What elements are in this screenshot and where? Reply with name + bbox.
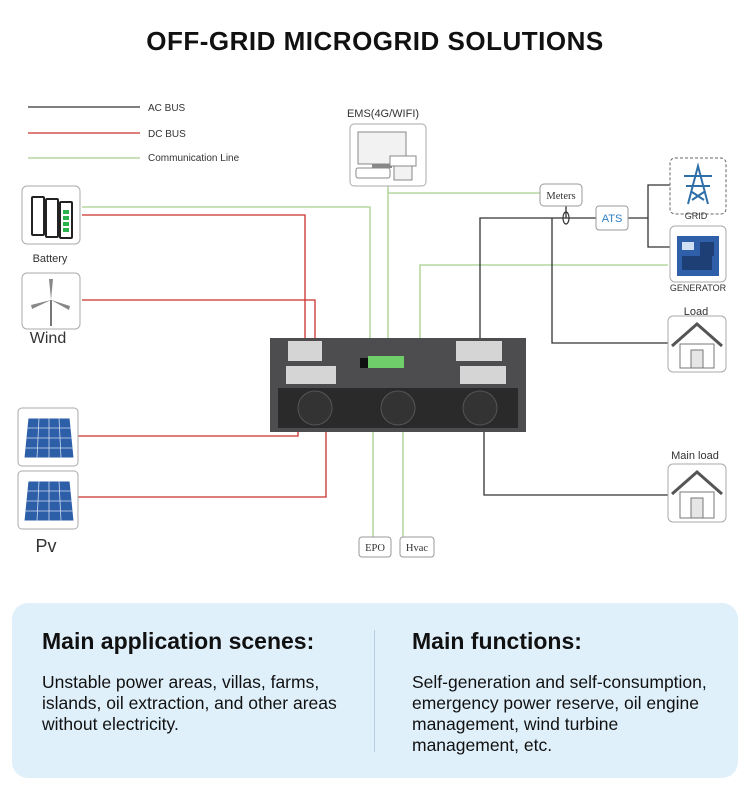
info-panel bbox=[12, 603, 738, 778]
scenes-title: Main application scenes: bbox=[42, 628, 315, 654]
hvac-label: Hvac bbox=[406, 543, 428, 554]
functions-text: Self-generation and self-consumption, em… bbox=[412, 672, 707, 755]
load-label: Load bbox=[684, 306, 708, 318]
wind-label: Wind bbox=[30, 330, 66, 347]
functions-title: Main functions: bbox=[412, 628, 582, 654]
main-load-label: Main load bbox=[671, 450, 719, 462]
ac-lines bbox=[479, 184, 670, 496]
battery-icon bbox=[21, 185, 81, 245]
ems-label: EMS(4G/WIFI) bbox=[347, 108, 419, 120]
legend-dc-label: DC BUS bbox=[148, 129, 186, 140]
page-title: OFF-GRID MICROGRID SOLUTIONS bbox=[146, 26, 604, 56]
epo-box bbox=[358, 536, 392, 558]
ems-icon bbox=[349, 123, 427, 187]
grid-label: GRID bbox=[685, 211, 708, 221]
generator-label: GENERATOR bbox=[670, 283, 727, 293]
meters-box bbox=[539, 183, 583, 207]
current-transformer-icon bbox=[562, 211, 570, 225]
legend-comm-label: Communication Line bbox=[148, 153, 240, 164]
grid-tower-icon bbox=[669, 157, 727, 215]
battery-label: Battery bbox=[33, 253, 68, 265]
info-divider bbox=[374, 630, 375, 752]
pv-panel-icon bbox=[17, 470, 79, 530]
legend: AC BUS DC BUS Communication Line bbox=[28, 103, 240, 164]
generator-icon bbox=[669, 225, 727, 283]
microgrid-diagram: AC BUS DC BUS Communication Line bbox=[17, 103, 727, 558]
legend-ac-label: AC BUS bbox=[148, 103, 186, 114]
ats-label: ATS bbox=[602, 213, 623, 225]
epo-label: EPO bbox=[365, 543, 385, 554]
house-icon bbox=[667, 315, 727, 373]
pv-label: Pv bbox=[35, 536, 56, 556]
meters-label: Meters bbox=[546, 191, 575, 202]
wind-turbine-icon bbox=[21, 272, 81, 330]
hvac-box bbox=[399, 536, 435, 558]
house-icon bbox=[667, 463, 727, 523]
scenes-text: Unstable power areas, villas, farms, isl… bbox=[42, 672, 337, 734]
ats-box bbox=[595, 205, 629, 231]
pv-panel-icon bbox=[17, 407, 79, 467]
inverter-unit-icon bbox=[270, 338, 526, 432]
